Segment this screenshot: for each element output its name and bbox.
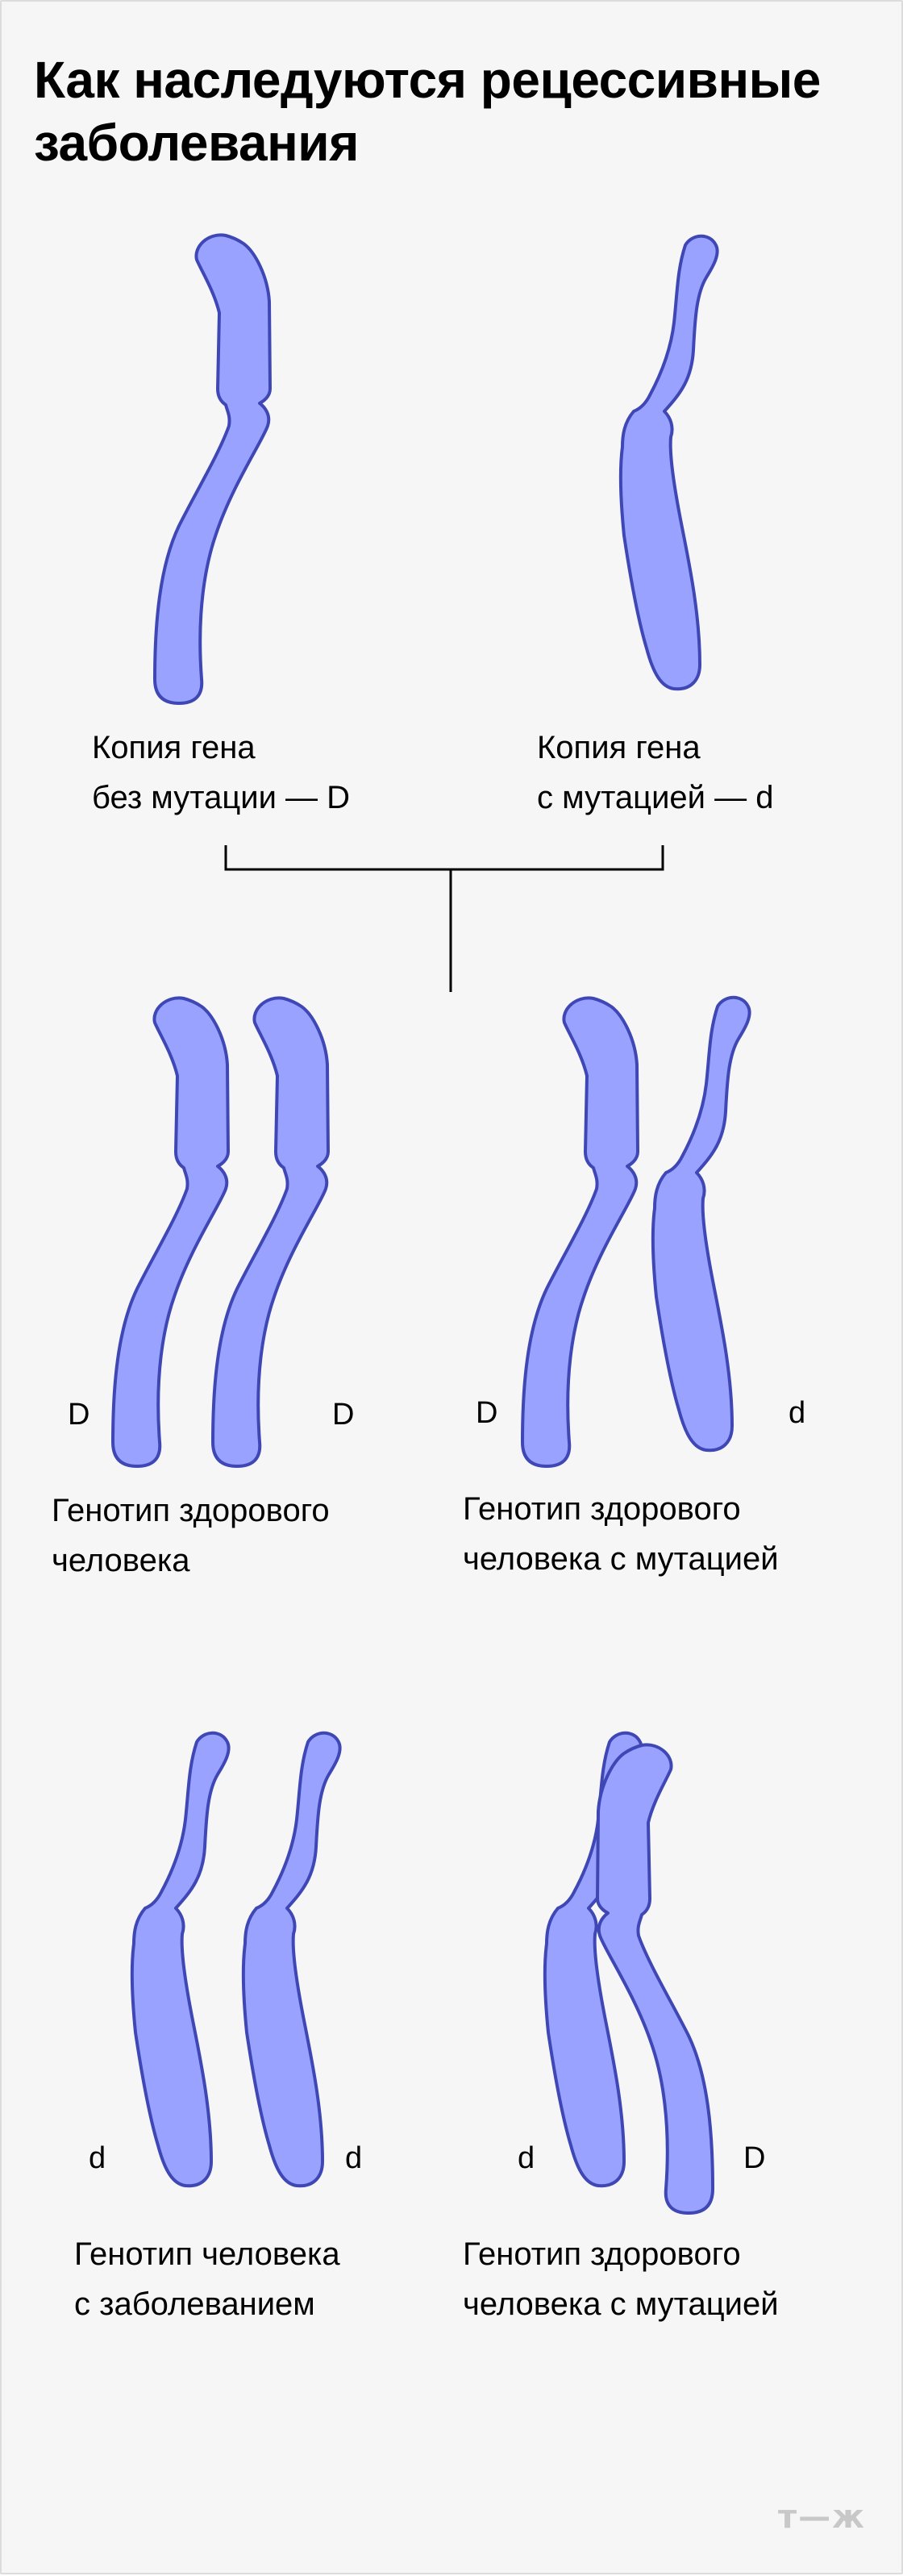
page-title: Как наследуются рецессивные заболевания [34,51,821,172]
gene-band [597,2074,713,2126]
brand-logo: т—ж [778,2499,866,2536]
parent-label-mutated: Копия гена с мутацией — d [537,730,774,815]
allele-right: d [345,2141,363,2175]
allele-left: D [476,1396,498,1430]
allele-left: D [68,1398,90,1432]
allele-left: d [89,2141,106,2175]
genotype-label-healthy: Генотип здорового человека [52,1493,330,1578]
parent-label-normal: Копия гена без мутации — D [92,730,351,815]
allele-left: d [518,2141,535,2175]
gene-band [213,1328,328,1379]
gene-band [155,565,270,616]
chromosome-parent-mutated [618,234,719,691]
parents-bracket [224,845,664,871]
gene-band [113,1328,228,1379]
chromosome-parent-normal [153,233,272,705]
allele-right: D [743,2141,766,2175]
genotype-label-carrier: Генотип здорового человека с мутацией [463,1491,779,1577]
allele-right: D [332,1398,355,1432]
allele-right: d [789,1396,806,1430]
genotype-label-affected: Генотип человека с заболеванием [74,2236,340,2322]
genotype-label-carrier-2: Генотип здорового человека с мутацией [463,2236,779,2322]
